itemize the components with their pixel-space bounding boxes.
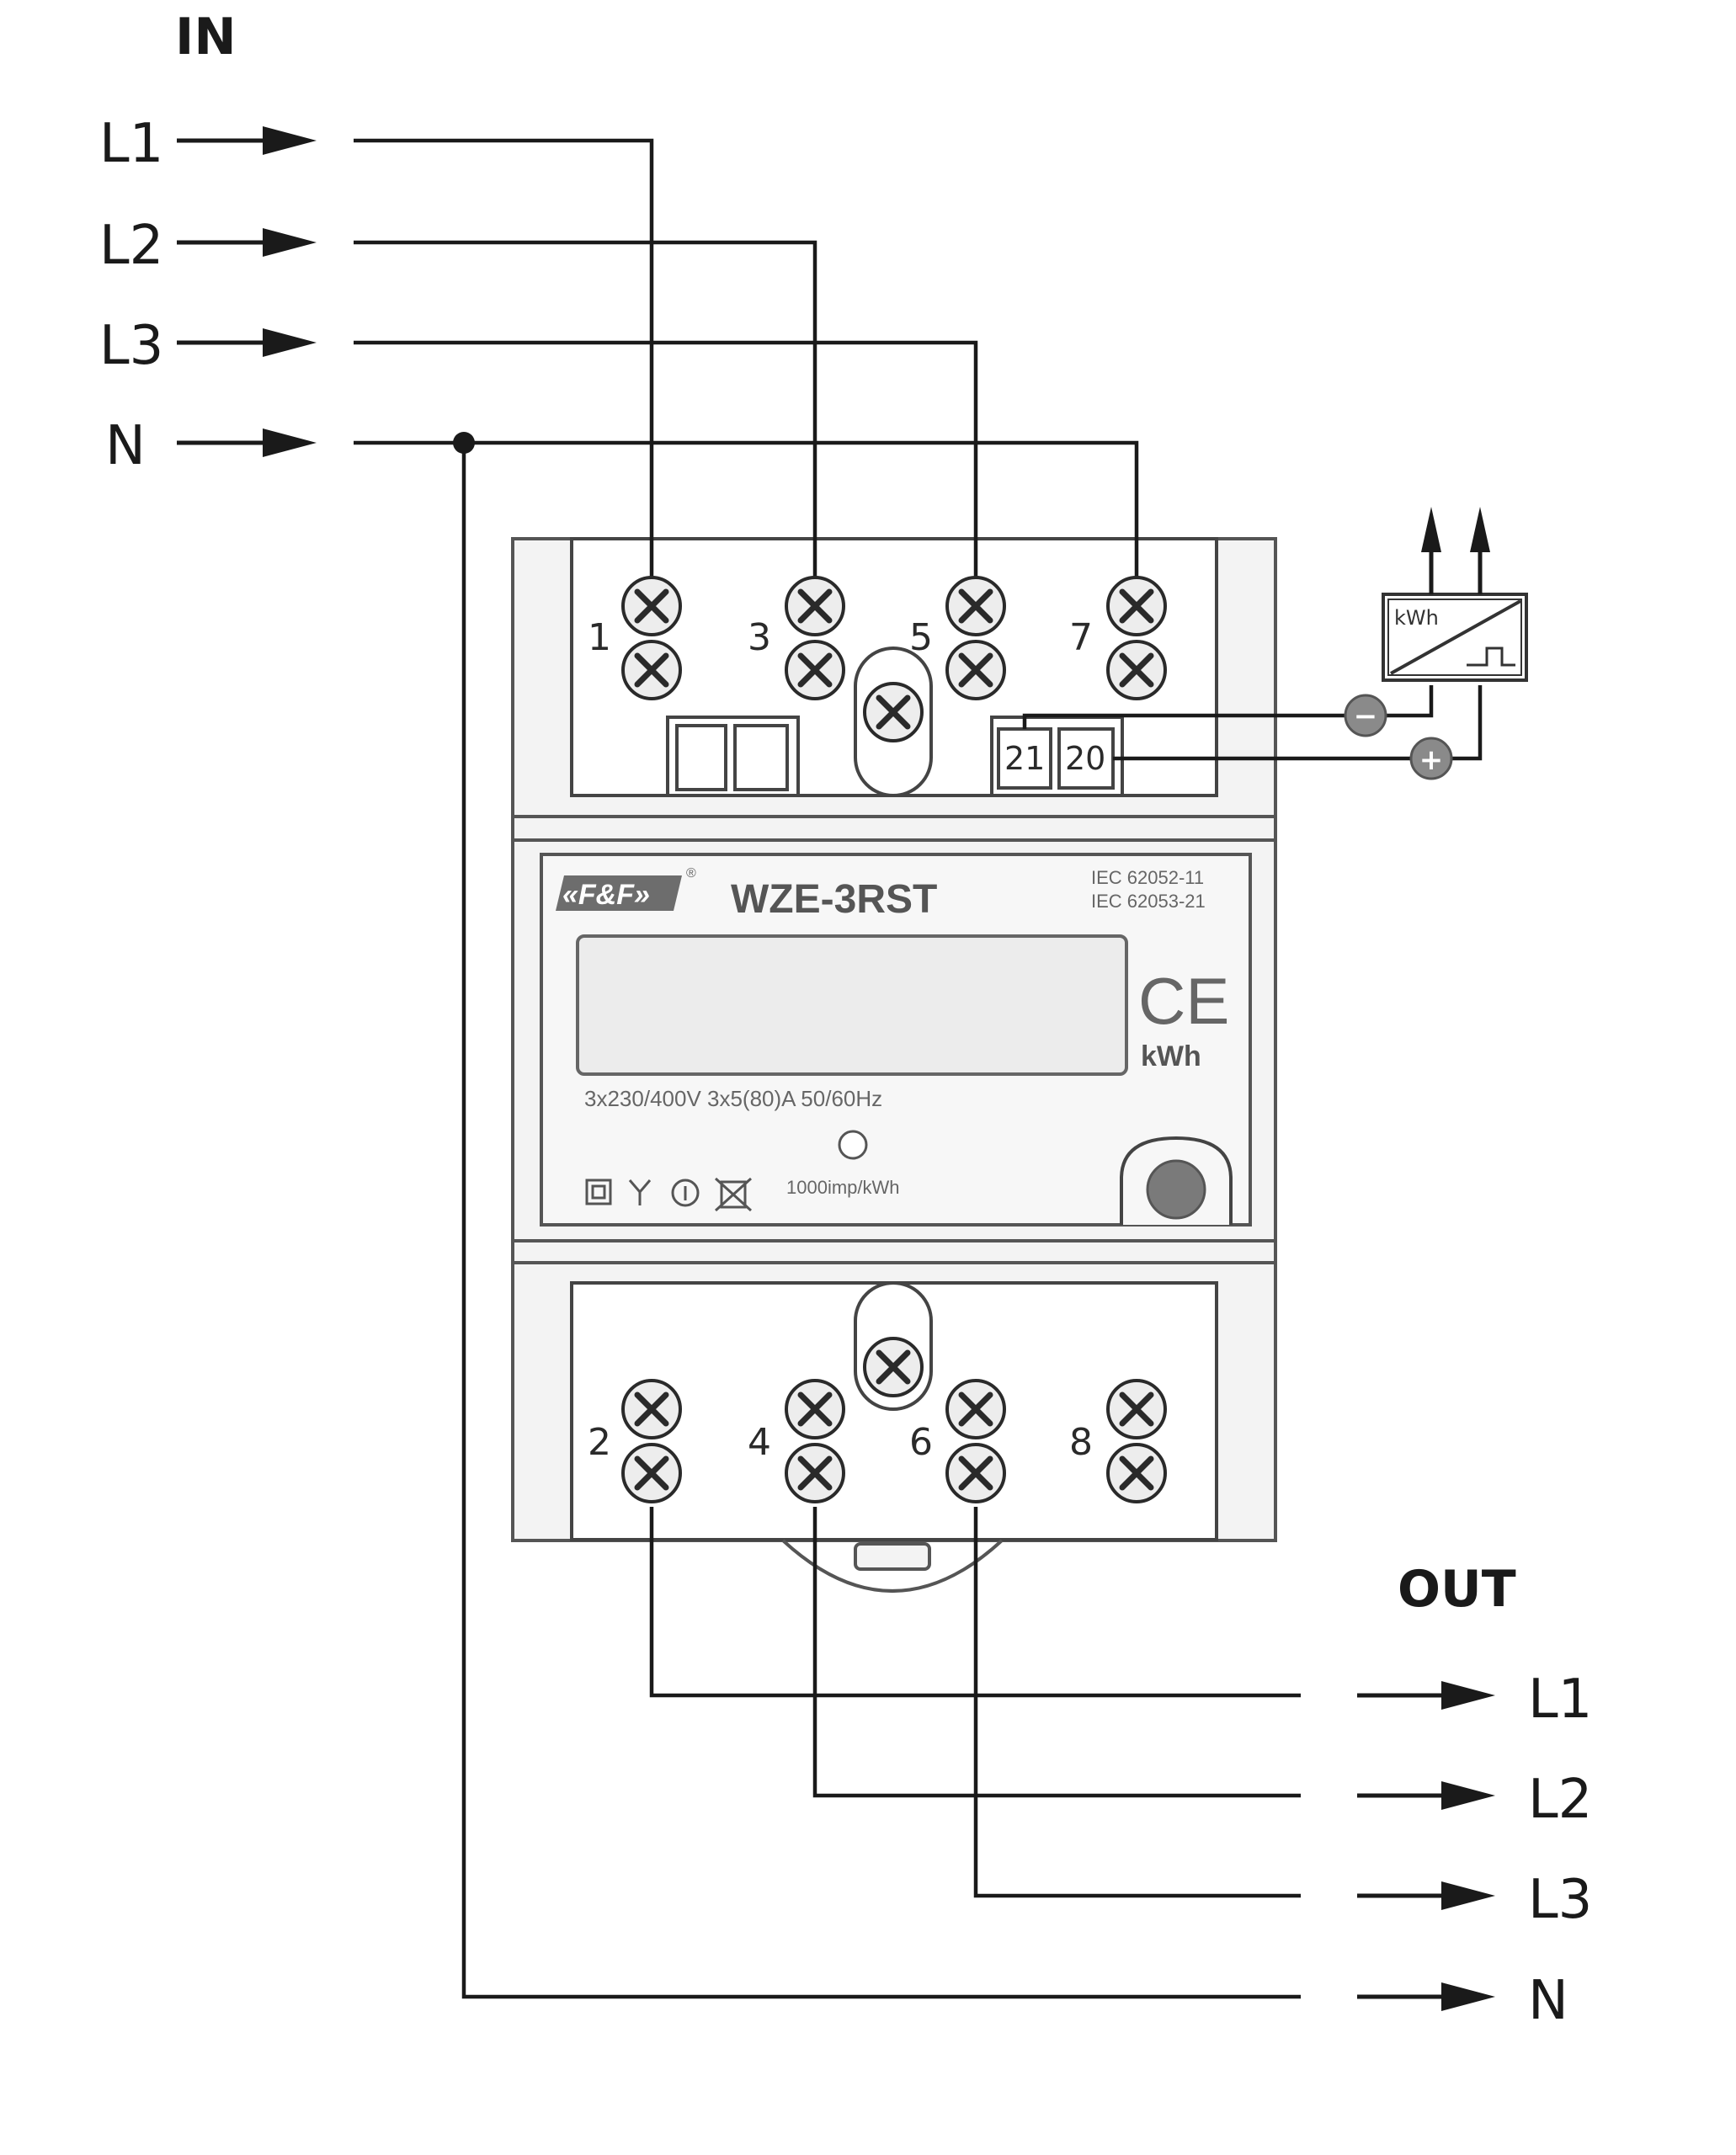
wire-in-l1 [354,138,654,606]
top-cover-boxes [666,716,800,797]
output-arrow-l3 [1357,1881,1495,1910]
wire-neutral-bypass [461,443,1301,1999]
terminal-8-screw [1106,1379,1167,1503]
pulse-counter-device: kWh [1382,593,1528,682]
pulse-counter-label: kWh [1394,606,1439,630]
class-one-icon [671,1179,700,1207]
bottom-seal-screw [863,1337,924,1397]
wire-in-n [354,440,1139,606]
wire-out-l2 [812,1507,1301,1798]
output-label-l1: L1 [1528,1668,1592,1731]
input-arrow-l1 [177,126,317,155]
output-label-l2: L2 [1528,1769,1592,1831]
input-label-n: N [105,415,146,477]
wire-out-l3 [973,1507,1301,1898]
terminal-1-screw [621,576,682,700]
double-insulation-icon [585,1179,612,1205]
terminal-5-label: 5 [909,616,933,659]
terminal-2-label: 2 [588,1421,611,1464]
model-name: WZE-3RST [731,877,937,922]
top-seal-screw [863,682,924,742]
rating-text: 3x230/400V 3x5(80)A 50/60Hz [584,1086,882,1111]
wire-out-l1 [649,1507,1301,1698]
terminal-4-label: 4 [748,1421,771,1464]
input-label-l2: L2 [99,215,163,277]
terminal-4-screw [785,1379,845,1503]
terminal-6-screw [945,1379,1006,1503]
pulse-led-icon [838,1130,868,1160]
pulse-minus-terminal: − [1344,694,1387,737]
input-arrow-n [177,428,317,457]
reset-button-knob [1146,1159,1206,1220]
terminal-3-label: 3 [748,616,771,659]
output-arrow-l1 [1357,1681,1495,1710]
input-label-l1: L1 [99,113,163,175]
wire-pulse-minus [1022,685,1434,729]
terminal-1-label: 1 [588,616,611,659]
terminal-6-label: 6 [909,1421,933,1464]
standard-2: IEC 62053-21 [1091,891,1206,912]
output-label-l3: L3 [1528,1869,1592,1931]
output-arrow-n [1357,1982,1495,2011]
terminal-7-screw [1106,576,1167,700]
terminal-8-label: 8 [1069,1421,1093,1464]
pulse-terminal-20 [1057,727,1115,790]
pulse-wave-icon [1467,646,1515,667]
wire-in-l3 [354,340,978,606]
pulse-terminal-20-label: 20 [1065,740,1105,777]
unit-label: kWh [1141,1040,1201,1072]
input-label-l3: L3 [99,315,163,377]
weee-bin-icon [714,1177,753,1212]
terminal-3-screw [785,576,845,700]
svg-text:®: ® [686,866,696,881]
svg-text:−: − [1354,700,1378,733]
input-arrow-l2 [177,228,317,257]
terminal-5-screw [945,576,1006,700]
output-label-n: N [1528,1970,1568,2032]
out-heading: OUT [1398,1560,1516,1619]
wire-pulse-plus [1113,685,1483,761]
svg-text:«F&F»: «F&F» [562,879,650,911]
wire-in-l2 [354,240,817,606]
lcd-display [576,934,1128,1076]
input-arrow-l3 [177,328,317,357]
certification-icons [585,1177,753,1212]
impulse-text: 1000imp/kWh [786,1177,900,1198]
antenna-icon [628,1179,652,1205]
brand-logo: «F&F» ® [556,866,696,911]
reset-button[interactable] [1120,1136,1233,1225]
pulse-terminal-21-label: 21 [1004,740,1045,777]
svg-text:+: + [1419,743,1444,777]
in-heading: IN [175,8,237,67]
pulse-terminal-housing: 21 20 [990,716,1124,797]
output-arrow-l2 [1357,1781,1495,1810]
terminal-7-label: 7 [1069,616,1093,659]
pulse-counter-output-arrows [1421,507,1490,594]
standard-1: IEC 62052-11 [1091,867,1204,888]
terminal-2-screw [621,1379,682,1503]
pulse-plus-terminal: + [1409,737,1453,780]
ce-mark: CE [1138,964,1229,1038]
